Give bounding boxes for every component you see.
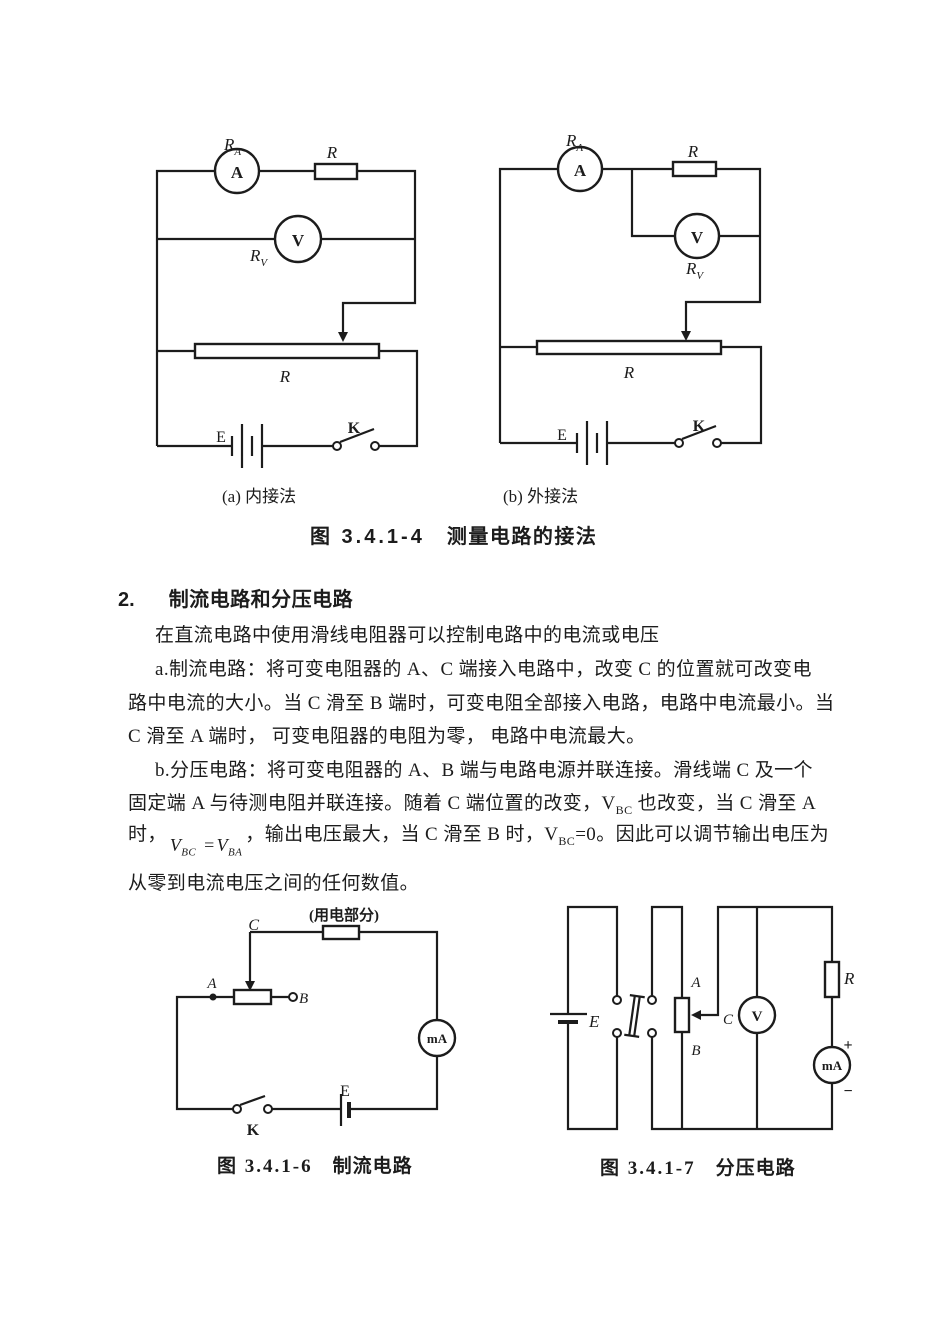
- circuit-6-wires: [175, 930, 439, 1126]
- milliammeter-7: [812, 1045, 852, 1085]
- switch-label-b: K: [693, 418, 706, 435]
- voltmeter-letter-a: V: [292, 231, 305, 250]
- switch-contact: [647, 995, 657, 1005]
- plus-sign-7: +: [843, 1037, 852, 1054]
- terminal-C-label-6: C: [248, 917, 259, 934]
- milliammeter-label-6: mA: [427, 1031, 448, 1046]
- switch-contact: [232, 1104, 242, 1114]
- r-top-label-a: R: [326, 143, 338, 162]
- wiper-arrow-6: [245, 981, 255, 991]
- rheostat-label-b: R: [623, 363, 635, 382]
- load-resistor-6: [321, 924, 361, 941]
- body-line-1: 在直流电路中使用滑线电阻器可以控制电路中的电流或电压: [155, 625, 660, 646]
- body-line-2: a.制流电路：将可变电阻器的 A、C 端接入电路中，改变 C 的位置就可改变电: [155, 659, 812, 680]
- rheostat-6: [232, 988, 273, 1006]
- figure-4-caption-number: 图 3.4.1-4: [310, 526, 425, 548]
- switch-contact: [612, 995, 622, 1005]
- terminal-A-label-6: A: [206, 976, 217, 992]
- battery-label-a: E: [216, 429, 226, 446]
- terminal-B-label-6: B: [299, 991, 308, 1007]
- section-number: 2.: [118, 589, 135, 611]
- resistor-R-b: [671, 160, 718, 178]
- voltmeter-letter-b: V: [691, 228, 704, 247]
- body-line-4: C 滑至 A 端时， 可变电阻器的电阻为零， 电路中电流最大。: [128, 726, 646, 747]
- battery-label-7: E: [588, 1012, 600, 1031]
- switch-contact: [712, 438, 722, 448]
- switch-label-6: K: [247, 1122, 260, 1139]
- resistor-label-7: R: [843, 969, 855, 988]
- figure-4-caption: 图 3.4.1-4 测量电路的接法: [310, 520, 597, 549]
- section-heading: 2. 制流电路和分压电路: [118, 583, 353, 612]
- terminal-A-label-7: A: [690, 975, 701, 991]
- section-title: 制流电路和分压电路: [168, 589, 354, 611]
- terminal-A-dot: [209, 993, 217, 1001]
- milliammeter-label-7: mA: [822, 1058, 843, 1073]
- switch-contact: [263, 1104, 273, 1114]
- ra-label-a: RA: [223, 135, 241, 158]
- battery-label-b: E: [557, 427, 567, 444]
- figure-7-diagram: E A B C V R mA + −: [550, 905, 855, 1131]
- voltmeter-7: [737, 995, 777, 1035]
- r-top-label-b: R: [687, 142, 699, 161]
- ammeter-letter-b: A: [574, 161, 587, 180]
- milliammeter-6: [417, 1018, 457, 1058]
- ammeter-a: [213, 147, 261, 195]
- voltmeter-label-7: V: [752, 1009, 763, 1025]
- ammeter-letter-a: A: [231, 163, 244, 182]
- wiper-arrow-b: [681, 331, 691, 341]
- rheostat-a: [193, 342, 381, 360]
- minus-sign-7: −: [843, 1083, 852, 1100]
- rv-label-b: RV: [685, 259, 704, 282]
- ammeter-b: [556, 145, 604, 193]
- body-line-7: 时，VBC=VBA，输出电压最大，当 C 滑至 B 时，VBC=0。因此可以调节…: [128, 824, 830, 859]
- voltmeter-b: [673, 212, 721, 260]
- terminal-B-label-7: B: [691, 1043, 700, 1059]
- terminal-C-label-7: C: [723, 1012, 734, 1028]
- rv-label-a: RV: [249, 246, 268, 269]
- circuit-b-wires: [498, 167, 763, 465]
- switch-contact: [332, 441, 342, 451]
- figure-4-diagram: RA A R V RV R E K (a) 内接法: [155, 131, 763, 506]
- switch-label-a: K: [348, 420, 361, 437]
- body-line-3: 路中电流的大小。当 C 滑至 B 端时，可变电阻全部接入电路，电路中电流最小。当: [128, 693, 835, 714]
- inline-formula: VBC=VBA: [169, 835, 243, 859]
- terminal-B: [288, 992, 298, 1002]
- switch-contact: [674, 438, 684, 448]
- switch-contact: [370, 441, 380, 451]
- body-line-6: 固定端 A 与待测电阻并联连接。随着 C 端位置的改变，VBC 也改变，当 C …: [128, 793, 817, 817]
- voltmeter-a: [273, 214, 323, 264]
- rheostat-label-a: R: [279, 367, 291, 386]
- knife-switch-blade: [624, 994, 645, 1038]
- battery-label-6: E: [340, 1083, 350, 1100]
- rheostat-b: [535, 339, 723, 356]
- wiper-arrow-a: [338, 332, 348, 342]
- switch-contact: [612, 1028, 622, 1038]
- switch-contact: [647, 1028, 657, 1038]
- rheostat-7: [673, 996, 691, 1034]
- wiper-arrow-7: [691, 1010, 701, 1020]
- figure-6-diagram: (用电部分) C A B mA E K: [175, 906, 457, 1139]
- ra-label-b: RA: [565, 131, 583, 154]
- subcaption-b: (b) 外接法: [503, 487, 578, 506]
- body-line-5: b.分压电路：将可变电阻器的 A、B 端与电路电源并联连接。滑线端 C 及一个: [155, 760, 813, 781]
- figure-4-caption-title: 测量电路的接法: [446, 526, 598, 548]
- load-label-6: (用电部分): [309, 906, 379, 924]
- circuit-a-wires: [155, 169, 419, 468]
- resistor-R-7: [823, 960, 841, 999]
- subcaption-a: (a) 内接法: [222, 487, 296, 506]
- resistor-R-a: [313, 162, 359, 181]
- body-line-8: 从零到电流电压之间的任何数值。: [128, 873, 420, 894]
